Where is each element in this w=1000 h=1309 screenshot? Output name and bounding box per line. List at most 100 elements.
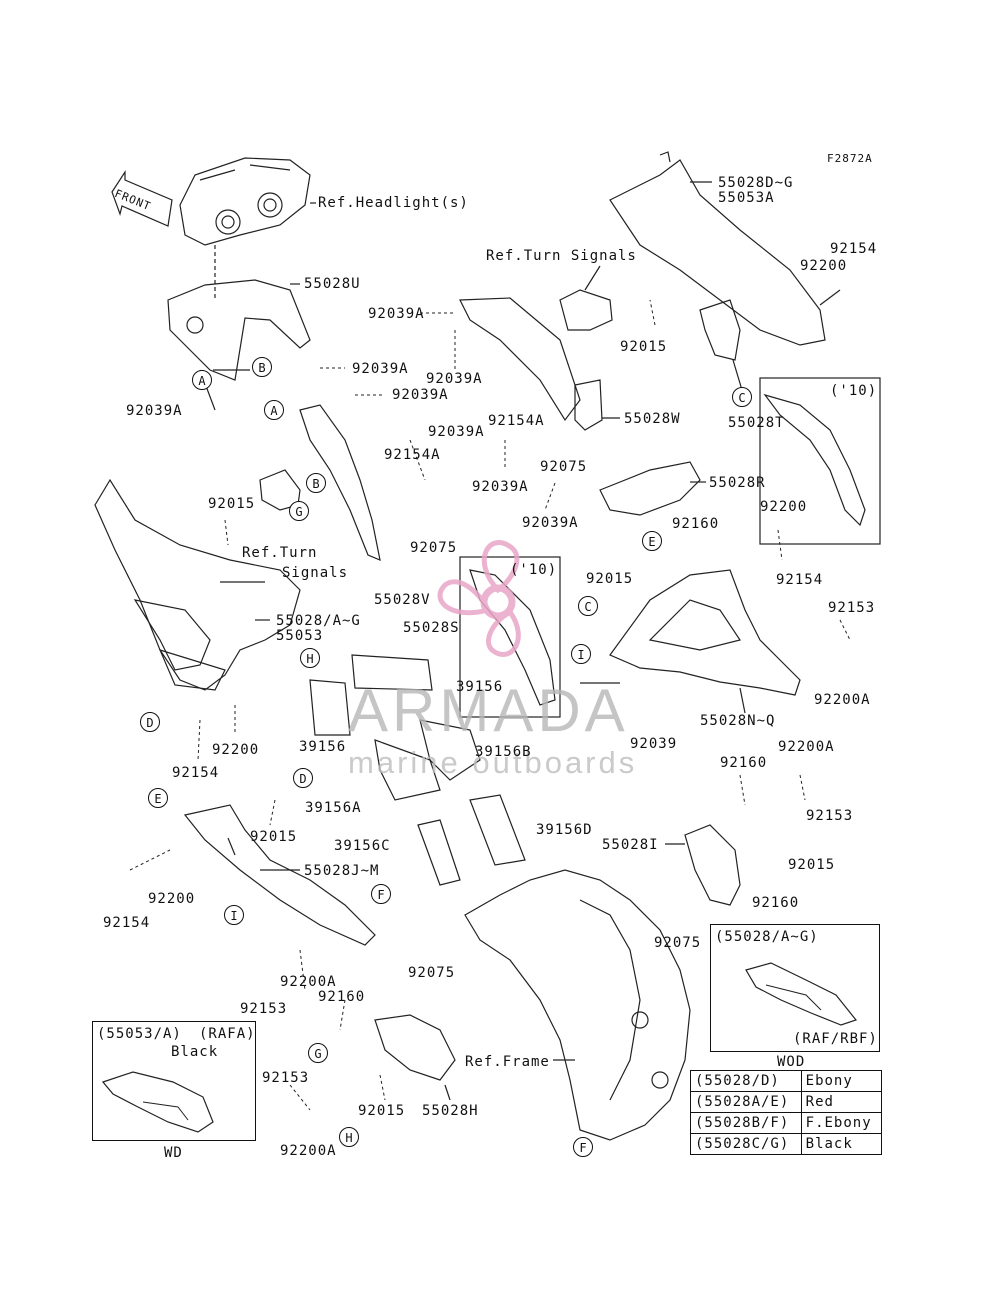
callout-label: 92200A bbox=[280, 1143, 337, 1159]
callout-label: Ref.Turn bbox=[242, 545, 318, 561]
callout-label: 92154 bbox=[776, 572, 824, 588]
ref-marker: A bbox=[192, 370, 212, 390]
pad-39156b bbox=[419, 719, 481, 781]
callout-label: 92015 bbox=[788, 857, 836, 873]
callout-label: 92039 bbox=[630, 736, 678, 752]
callout-label: 92075 bbox=[408, 965, 456, 981]
callout-label: 92015 bbox=[250, 829, 298, 845]
ref-marker: B bbox=[252, 357, 272, 377]
ref-marker: H bbox=[339, 1127, 359, 1147]
watermark-subtitle: marine outboards bbox=[348, 745, 638, 780]
callout-label: 39156 bbox=[456, 679, 504, 695]
table-row: (55028A/E)Red bbox=[690, 1091, 883, 1113]
ref-marker: H bbox=[300, 648, 320, 668]
callout-label: 55028V bbox=[374, 592, 431, 608]
color-table: (55028/D)Ebony (55028A/E)Red (55028B/F)F… bbox=[690, 1070, 883, 1155]
callout-label: 92015 bbox=[208, 496, 256, 512]
pad-39156c bbox=[417, 819, 461, 886]
callout-label: 92200 bbox=[212, 742, 260, 758]
callout-label: Ref.Frame bbox=[465, 1054, 550, 1070]
callout-label: 92039A bbox=[472, 479, 529, 495]
inset-wod-caption: WOD bbox=[777, 1054, 806, 1070]
ref-marker: D bbox=[293, 768, 313, 788]
callout-label: 92154 bbox=[830, 241, 878, 257]
callout-label: 39156D bbox=[536, 822, 593, 838]
watermark-logo-icon bbox=[437, 540, 521, 657]
ref-marker: F bbox=[371, 884, 391, 904]
headlight-part bbox=[179, 157, 311, 246]
inner-panel-mid bbox=[459, 297, 581, 422]
ref-marker: C bbox=[578, 596, 598, 616]
table-row: (55028B/F)F.Ebony bbox=[690, 1112, 883, 1134]
year-note-part: 55028T bbox=[728, 415, 785, 431]
callout-label: 55028I bbox=[602, 837, 659, 853]
lower-cowl-left-55028jm bbox=[183, 804, 376, 946]
ref-marker: I bbox=[224, 905, 244, 925]
callout-label: Signals bbox=[282, 565, 349, 581]
callout-label: 92200 bbox=[148, 891, 196, 907]
callout-label: 92154 bbox=[103, 915, 151, 931]
callout-label: 92075 bbox=[654, 935, 702, 951]
ref-marker: B bbox=[306, 473, 326, 493]
inset-wod-drawing bbox=[745, 962, 858, 1026]
callout-label: 92154 bbox=[172, 765, 220, 781]
callout-label: 55028D~G bbox=[718, 175, 794, 191]
inset-wod-model: (RAF/RBF) bbox=[793, 1031, 878, 1047]
watermark-title: ARMADA bbox=[348, 677, 629, 744]
callout-label: 92153 bbox=[240, 1001, 288, 1017]
callout-label: 92039A bbox=[352, 361, 409, 377]
callout-label: 92039A bbox=[368, 306, 425, 322]
upper-cowl-55028dg bbox=[609, 151, 826, 361]
ref-marker: C bbox=[732, 387, 752, 407]
ref-marker: G bbox=[308, 1043, 328, 1063]
callout-label: 92200A bbox=[280, 974, 337, 990]
ref-marker: A bbox=[264, 400, 284, 420]
callout-label: 92160 bbox=[752, 895, 800, 911]
pad-39156d bbox=[469, 794, 526, 866]
callout-label: 39156B bbox=[475, 744, 532, 760]
pad-39156-1 bbox=[351, 654, 433, 691]
pad-39156a bbox=[374, 739, 441, 801]
ref-marker: D bbox=[140, 712, 160, 732]
ref-marker: F bbox=[573, 1137, 593, 1157]
inset-55028t bbox=[759, 377, 881, 545]
inset-55028s bbox=[459, 556, 561, 718]
inset-wod-title: (55028/A~G) bbox=[715, 929, 819, 945]
callout-label: 92015 bbox=[358, 1103, 406, 1119]
ref-marker: I bbox=[571, 644, 591, 664]
callout-label: 92039A bbox=[126, 403, 183, 419]
callout-label: 55028W bbox=[624, 411, 681, 427]
callout-label: 92200A bbox=[778, 739, 835, 755]
ref-marker: E bbox=[642, 531, 662, 551]
callout-label: 92075 bbox=[540, 459, 588, 475]
callout-label: 55028H bbox=[422, 1103, 479, 1119]
turn-signal-top bbox=[559, 289, 613, 331]
inset-wd-model: (RAFA) bbox=[199, 1026, 256, 1042]
frame-part bbox=[464, 869, 691, 1141]
inset-wd-caption: WD bbox=[164, 1145, 183, 1161]
inset-wod: (55028/A~G) (RAF/RBF) bbox=[710, 924, 880, 1052]
callout-label: 92075 bbox=[410, 540, 458, 556]
pad-39156-2 bbox=[309, 679, 351, 736]
callout-label: 92160 bbox=[720, 755, 768, 771]
duct-55028w bbox=[574, 379, 603, 431]
callout-label: 92039A bbox=[392, 387, 449, 403]
front-arrow-icon bbox=[111, 169, 173, 227]
table-row: (55028/D)Ebony bbox=[690, 1070, 883, 1092]
inset-wd-drawing bbox=[101, 1071, 214, 1133]
callout-label: 92015 bbox=[620, 339, 668, 355]
callout-label: 55028R bbox=[709, 475, 766, 491]
inset-wd-color: Black bbox=[171, 1044, 219, 1060]
callout-label: 92039A bbox=[522, 515, 579, 531]
panel-55028r bbox=[599, 461, 701, 516]
callout-label: 92200A bbox=[814, 692, 871, 708]
callout-label: 55053 bbox=[276, 628, 324, 644]
callout-label: 55028J~M bbox=[304, 863, 380, 879]
ref-marker: E bbox=[148, 788, 168, 808]
year-note: ('10) bbox=[510, 562, 558, 578]
cover-55028h bbox=[374, 1014, 456, 1081]
year-note: ('10) bbox=[830, 383, 878, 399]
callout-label: 92153 bbox=[828, 600, 876, 616]
